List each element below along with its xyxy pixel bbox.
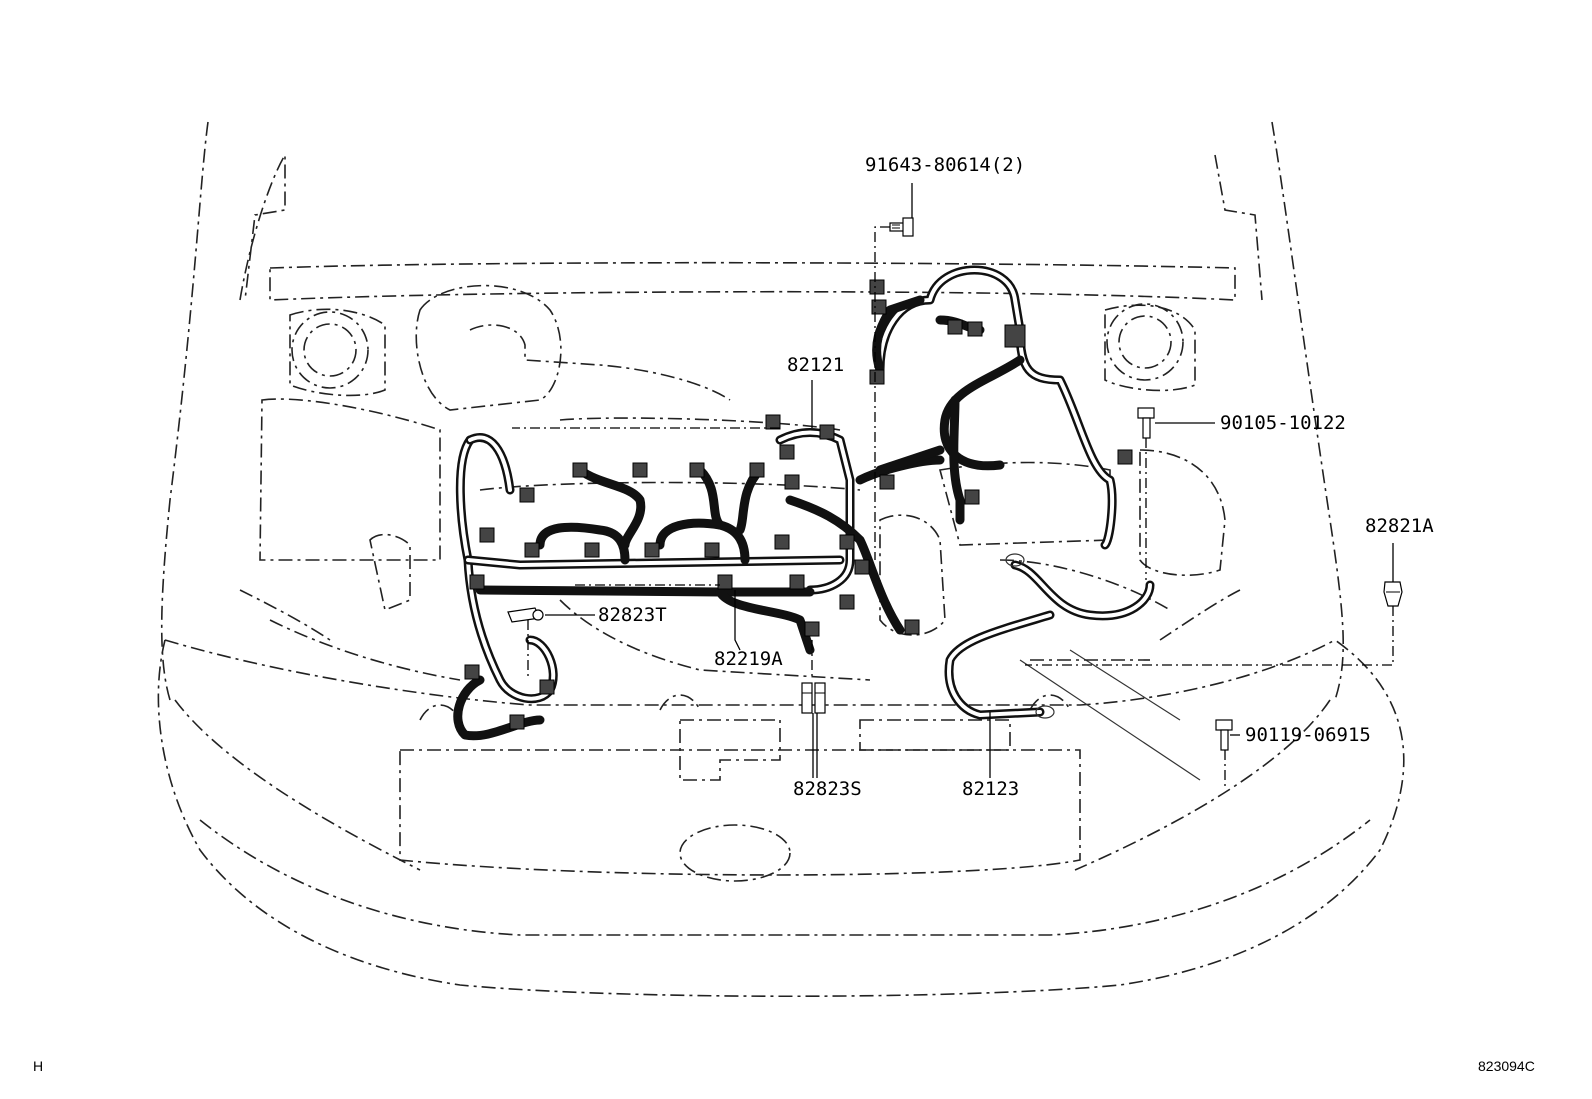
protector-82823S-icon [801,682,826,714]
harness-connectors [464,279,1133,730]
callout-82123: 82123 [962,778,1020,800]
strut-towers [289,303,1196,397]
callout-82219A: 82219A [714,648,783,670]
callout-82121: 82121 [787,354,845,376]
bolt-90105-10122-icon [1137,407,1155,439]
callout-90105-10122: 90105-10122 [1220,412,1346,434]
diagram-id: 823094C [1478,1058,1535,1074]
wire-harness-82121 [453,428,945,741]
ground-wire-82123 [944,553,1155,720]
clip-82821A-icon [1383,581,1403,607]
leader-lines [512,183,1394,790]
section-marker: H [33,1058,44,1074]
vehicle-body-outline [157,121,1405,998]
callout-82823T: 82823T [598,604,667,626]
callout-90119-06915: 90119-06915 [1245,724,1371,746]
bolt-91643-80614-icon [889,217,914,237]
protector-82823T-icon [507,607,544,623]
callout-91643-80614: 91643-80614(2) [865,154,1026,176]
wire-harness-right [872,265,1117,550]
callout-82823S: 82823S [793,778,862,800]
fasteners [507,217,1403,751]
bolt-90119-06915-icon [1215,719,1233,751]
callout-82821A: 82821A [1365,515,1434,537]
